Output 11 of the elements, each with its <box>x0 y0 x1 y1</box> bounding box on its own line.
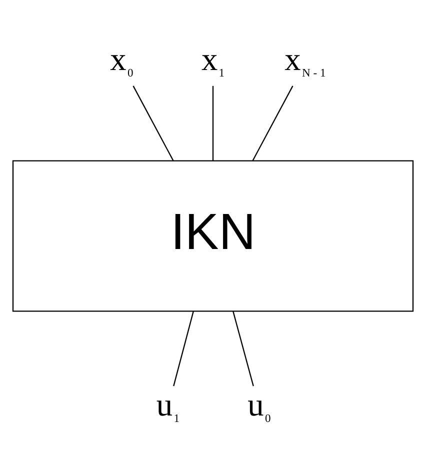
node-text: u$_{0}$ <box>248 386 271 425</box>
connector <box>173 310 194 386</box>
node-box: IKN <box>12 160 414 312</box>
node-text: x$_{N - 1}$ <box>284 40 326 79</box>
node-text: u$_{1}$ <box>156 386 180 425</box>
connector <box>252 85 294 160</box>
connector <box>232 310 254 386</box>
node-text: x$_{0}$ <box>110 40 134 79</box>
connector <box>132 85 174 160</box>
connector <box>212 85 214 160</box>
node-text: x$_{1}$ <box>201 40 225 79</box>
